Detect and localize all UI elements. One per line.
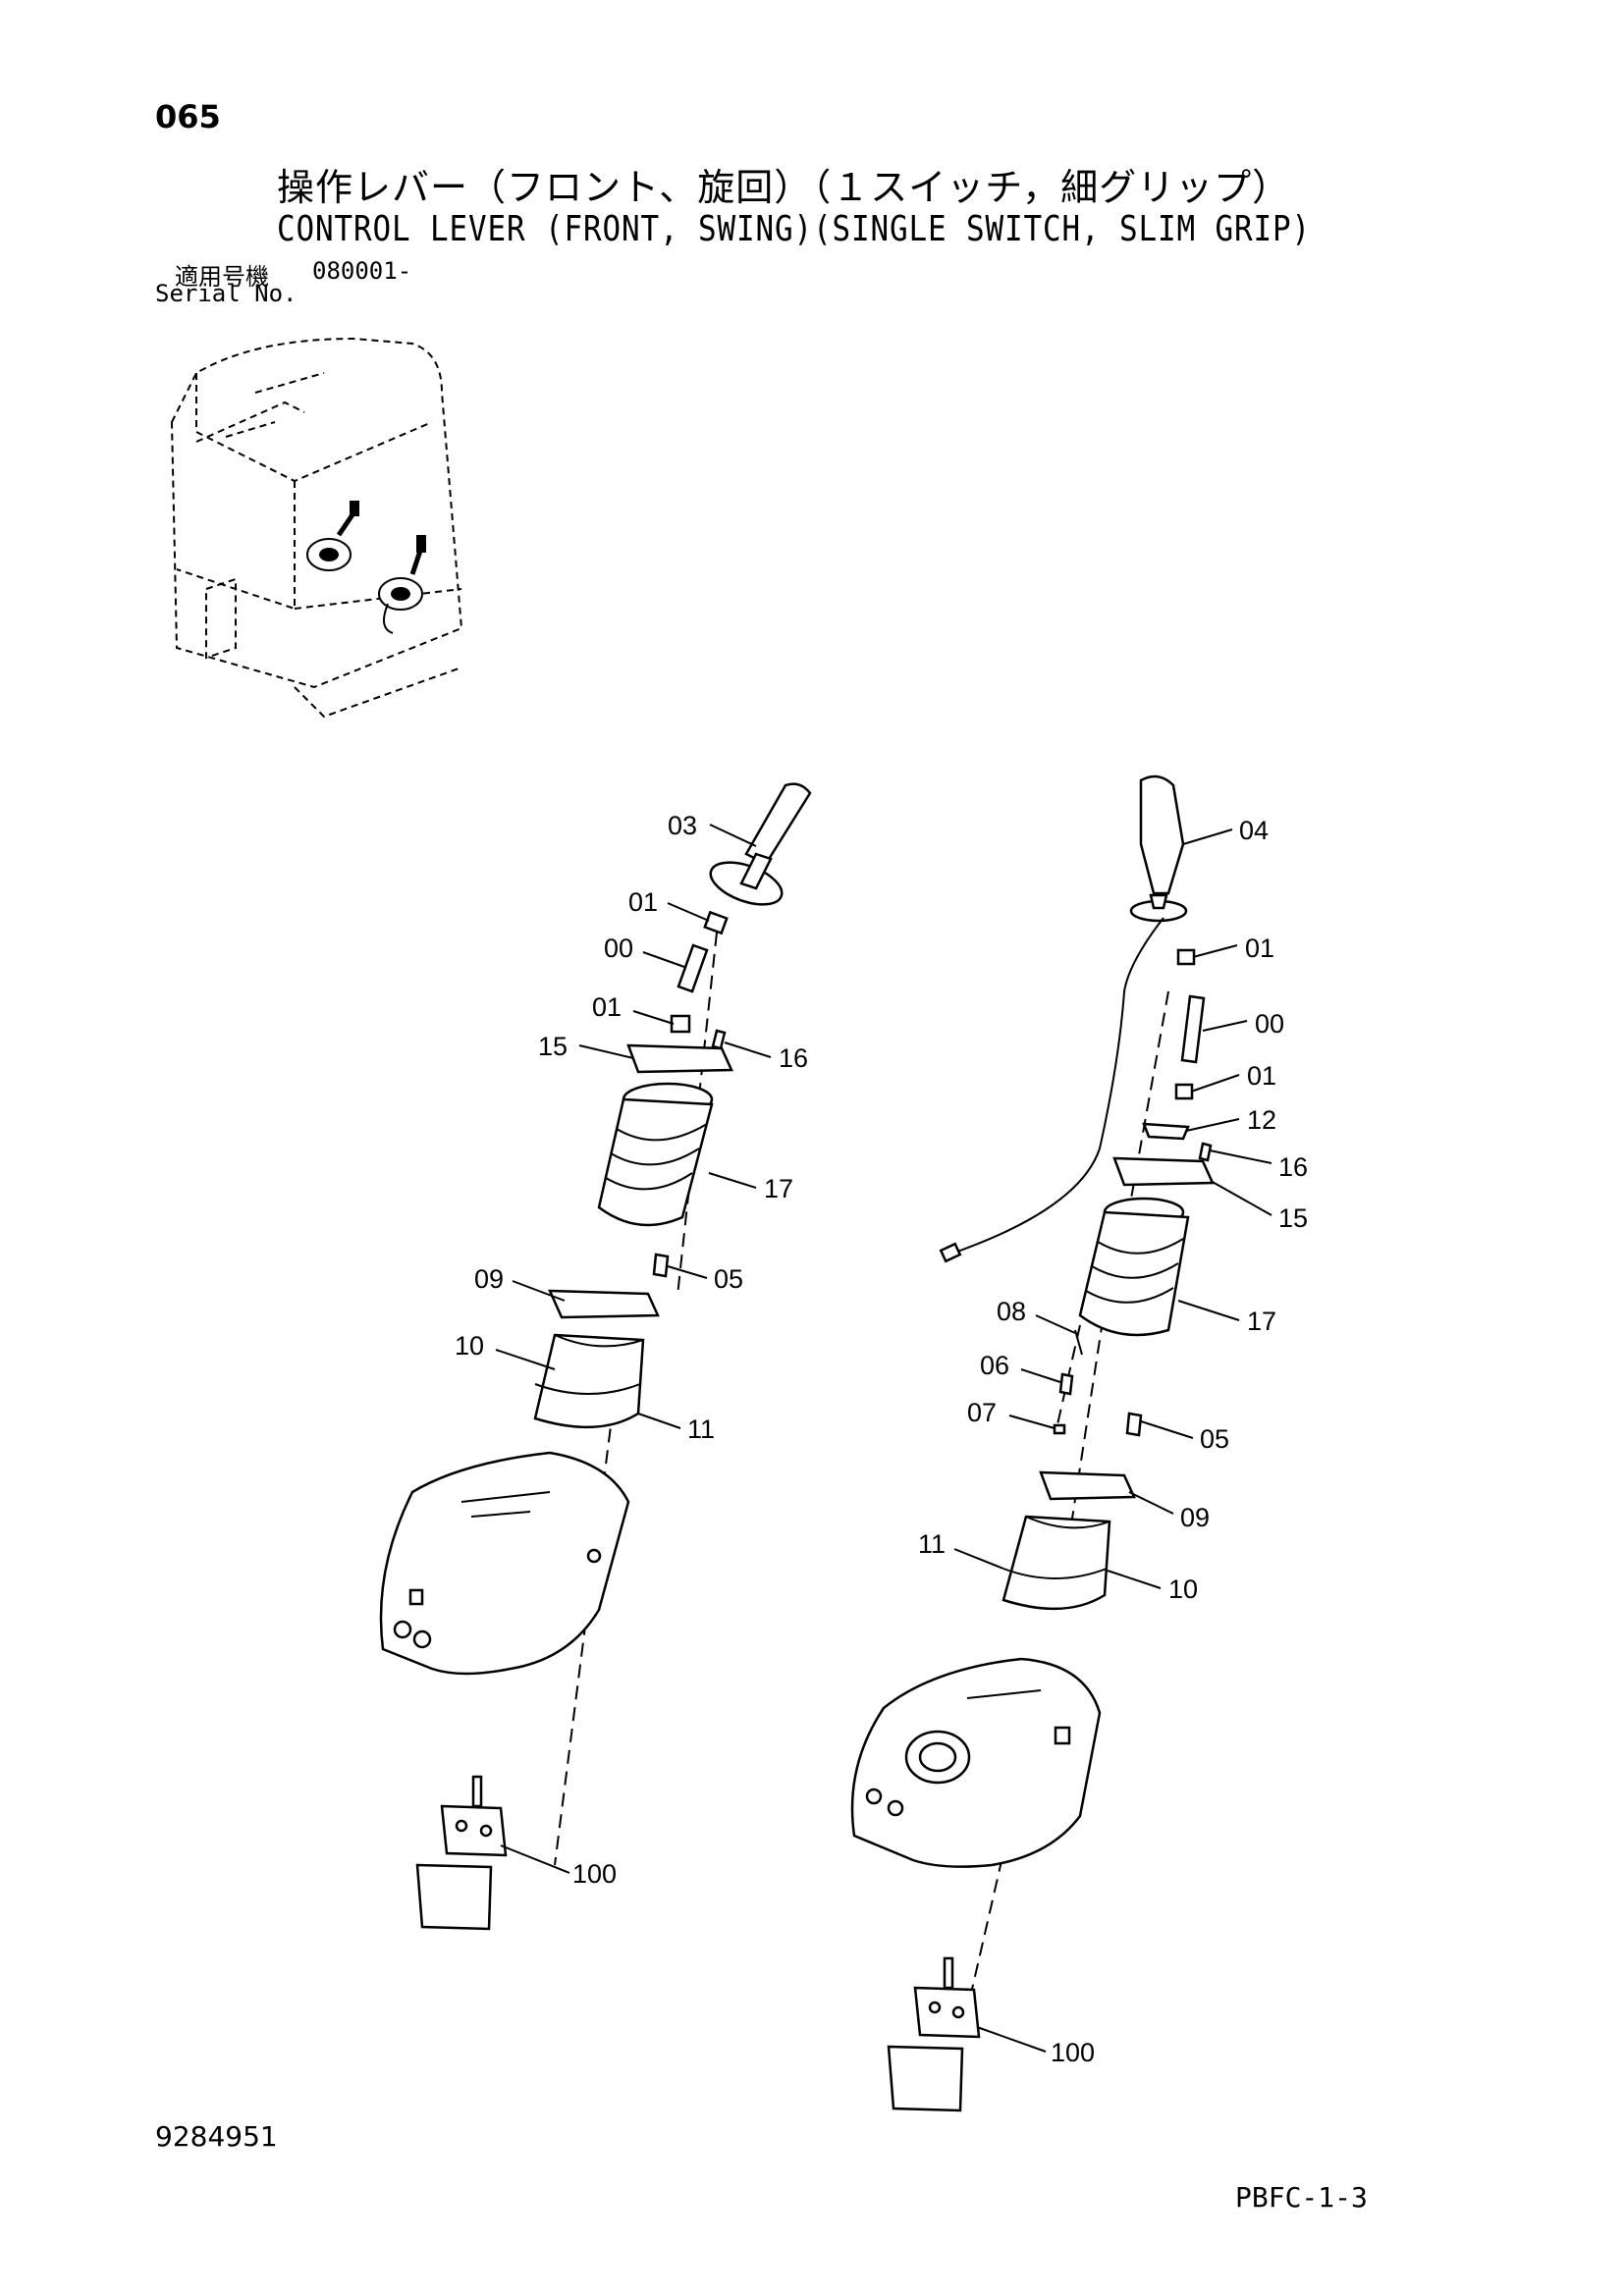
left-callout-10: 10	[455, 1331, 484, 1361]
left-boot-part-17	[597, 1082, 714, 1227]
right-callout-05: 05	[1200, 1424, 1229, 1454]
serial-label-english: Serial No.	[155, 280, 298, 307]
title-japanese: 操作レバー（フロント、旋回）（１スイッチ，細グリップ）	[277, 166, 1291, 209]
right-grip-part-04	[1129, 774, 1188, 923]
right-callout-01a: 01	[1245, 934, 1274, 963]
left-callout-11: 11	[687, 1415, 715, 1444]
left-callout-17: 17	[764, 1174, 793, 1203]
left-callout-05: 05	[714, 1264, 743, 1294]
left-callouts: 03 01 00 01 15 16 17 09 05 10 11 100	[455, 811, 808, 1889]
right-callout-100: 100	[1051, 2038, 1095, 2067]
left-grip-part-03	[709, 782, 812, 906]
right-callout-08: 08	[997, 1297, 1026, 1326]
right-callout-15: 15	[1278, 1203, 1308, 1233]
serial-value: 080001-	[312, 257, 412, 285]
right-callout-17: 17	[1247, 1307, 1276, 1336]
page-number: 065	[155, 98, 221, 135]
right-callout-16: 16	[1278, 1152, 1308, 1182]
cab-overview-illustration	[170, 337, 463, 719]
left-pilot-valve-part-100	[415, 1775, 508, 1931]
right-boot-part-17	[1078, 1197, 1190, 1337]
left-callout-16: 16	[779, 1043, 808, 1073]
right-callout-01b: 01	[1247, 1061, 1276, 1091]
document-number: 9284951	[155, 2120, 278, 2153]
left-callout-01b: 01	[592, 992, 622, 1022]
left-console-body	[379, 1451, 630, 1676]
right-callout-06: 06	[980, 1351, 1009, 1380]
left-callout-100: 100	[572, 1859, 617, 1889]
right-callout-11: 11	[918, 1529, 946, 1559]
right-pilot-valve-part-100	[887, 1956, 981, 2112]
serial-label-japanese: 適用号機	[175, 263, 269, 291]
right-callout-07: 07	[967, 1398, 997, 1427]
left-callout-00: 00	[604, 934, 633, 963]
right-callout-12: 12	[1247, 1105, 1276, 1135]
right-housing-part-10-11	[1001, 1515, 1111, 1611]
left-lever-assembly: 03 01 00 01 15 16 17 09 05 10 11 100	[379, 782, 812, 1931]
title-english: CONTROL LEVER (FRONT, SWING)(SINGLE SWIT…	[277, 209, 1311, 249]
left-housing-part-10-11	[533, 1333, 645, 1429]
right-callout-09: 09	[1180, 1503, 1210, 1532]
cab-right-lever-mini	[378, 535, 426, 634]
right-callout-10: 10	[1168, 1575, 1198, 1604]
page-code: PBFC-1-3	[1235, 2181, 1368, 2214]
left-callout-01a: 01	[628, 887, 658, 917]
left-callout-03: 03	[668, 811, 697, 840]
right-lever-assembly: 04 01 00 01 12 16 15 17 08 06 07 05 09	[850, 774, 1308, 2112]
right-callout-04: 04	[1239, 816, 1269, 845]
cab-left-lever-mini	[306, 501, 359, 571]
right-console-body	[850, 1657, 1102, 1868]
left-callout-15: 15	[538, 1032, 568, 1061]
right-callout-00: 00	[1255, 1009, 1284, 1039]
left-callout-09: 09	[474, 1264, 504, 1294]
right-callouts: 04 01 00 01 12 16 15 17 08 06 07 05 09	[918, 816, 1308, 2067]
